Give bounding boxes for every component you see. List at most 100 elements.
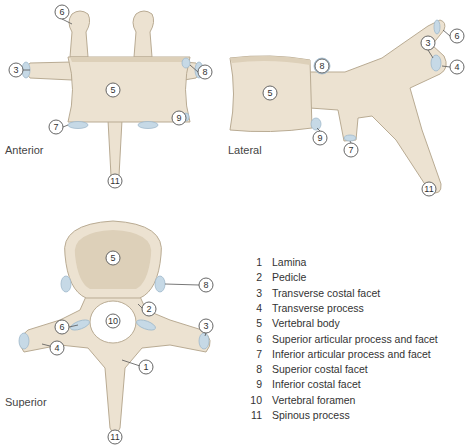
inferior-articular-facet xyxy=(344,135,356,141)
callout-number: 8 xyxy=(319,62,324,71)
spinous-process xyxy=(108,120,122,181)
inferior-articular-facet xyxy=(68,122,88,129)
callout-number: 4 xyxy=(454,63,459,72)
legend-text: Inferior articular process and facet xyxy=(272,349,431,360)
callout-number: 7 xyxy=(348,146,353,155)
callout-circle xyxy=(139,360,153,374)
legend-text: Pedicle xyxy=(272,272,306,283)
callout-number: 9 xyxy=(317,134,322,143)
body-rim xyxy=(230,56,310,65)
body-rim xyxy=(70,57,188,62)
lateral-view xyxy=(230,20,450,193)
callout-number: 11 xyxy=(424,185,433,194)
view-label: Superior xyxy=(5,397,47,408)
superior-costal-facet xyxy=(182,58,190,68)
callout-number: 5 xyxy=(110,254,115,263)
vertebral-body xyxy=(65,221,162,298)
callout-circle xyxy=(344,143,358,157)
legend-number: 8 xyxy=(248,364,262,375)
callout-number: 10 xyxy=(108,317,118,326)
callout-number: 9 xyxy=(176,114,181,123)
view-label: Anterior xyxy=(5,145,44,156)
legend-number: 11 xyxy=(248,410,262,421)
callout-circle xyxy=(142,302,156,316)
callout-circle xyxy=(422,182,436,196)
callout-circle xyxy=(263,86,277,100)
callout-number: 6 xyxy=(59,8,64,17)
callout-number: 2 xyxy=(146,305,151,314)
vertebral-body xyxy=(230,56,312,132)
callout-number: 6 xyxy=(59,323,64,332)
callout-circle xyxy=(106,83,120,97)
leader-lines xyxy=(42,284,206,366)
callout-number: 6 xyxy=(454,32,459,41)
callout-number: 5 xyxy=(267,89,272,98)
callout-number: 3 xyxy=(203,322,208,331)
superior-articular-facet xyxy=(434,20,440,34)
callout-number: 7 xyxy=(53,123,58,132)
callout-number: 1 xyxy=(143,363,148,372)
legend-number: 4 xyxy=(248,303,262,314)
legend-number: 3 xyxy=(248,287,262,298)
legend-number: 7 xyxy=(248,349,262,360)
callout-circle xyxy=(108,430,122,444)
callout-circle xyxy=(450,29,464,43)
callout-circle xyxy=(106,314,120,328)
callout-number: 11 xyxy=(110,177,119,186)
callout-circle xyxy=(313,131,327,145)
callout-circle xyxy=(199,278,213,292)
callout-circles xyxy=(9,5,464,444)
callout-number: 4 xyxy=(54,344,59,353)
superior-articular-facet xyxy=(69,318,91,332)
leader-lines xyxy=(317,30,450,143)
legend-text: Vertebral foramen xyxy=(272,394,355,405)
legend-text: Superior articular process and facet xyxy=(272,333,438,344)
callout-number: 3 xyxy=(13,66,18,75)
superior-costal-facet xyxy=(155,276,165,292)
callout-circle xyxy=(9,63,23,77)
callout-circle xyxy=(450,60,464,74)
callout-circle xyxy=(421,36,435,50)
superior-view xyxy=(19,221,210,434)
callout-circle xyxy=(55,5,69,19)
callout-number: 5 xyxy=(110,86,115,95)
callout-circle xyxy=(315,59,329,73)
inferior-articular-facet xyxy=(138,122,158,129)
legend-number: 9 xyxy=(248,379,262,390)
neural-arch xyxy=(20,292,210,434)
legend-number: 5 xyxy=(248,318,262,329)
vertebral-body xyxy=(68,57,190,122)
superior-articular-process xyxy=(69,11,90,57)
legend-text: Transverse costal facet xyxy=(272,287,380,298)
legend-text: Inferior costal facet xyxy=(272,379,361,390)
callout-number: 8 xyxy=(202,68,207,77)
vertebral-foramen xyxy=(90,301,136,343)
legend-text: Superior costal facet xyxy=(272,364,368,375)
view-label: Lateral xyxy=(228,145,262,156)
callout-number: 3 xyxy=(425,39,430,48)
superior-articular-process xyxy=(133,11,154,57)
legend-number: 10 xyxy=(248,394,262,405)
superior-costal-facet xyxy=(314,58,330,74)
transverse-costal-facet xyxy=(199,333,209,349)
callout-circle xyxy=(106,251,120,265)
legend-number: 2 xyxy=(248,272,262,283)
superior-articular-facet xyxy=(135,318,157,332)
legend-number: 1 xyxy=(248,257,262,268)
legend-text: Lamina xyxy=(272,257,306,268)
anterior-view xyxy=(22,11,203,181)
callout-circle xyxy=(172,111,186,125)
legend-text: Vertebral body xyxy=(272,318,340,329)
callout-circle xyxy=(49,120,63,134)
legend-text: Spinous process xyxy=(272,410,350,421)
legend-text: Transverse process xyxy=(272,303,364,314)
inferior-costal-facet xyxy=(311,118,321,130)
callout-number: 11 xyxy=(110,433,119,442)
callout-circle xyxy=(108,174,122,188)
callout-circle xyxy=(198,65,212,79)
callout-circle xyxy=(55,320,69,334)
callout-circle xyxy=(50,341,64,355)
superior-costal-facet xyxy=(61,276,71,292)
